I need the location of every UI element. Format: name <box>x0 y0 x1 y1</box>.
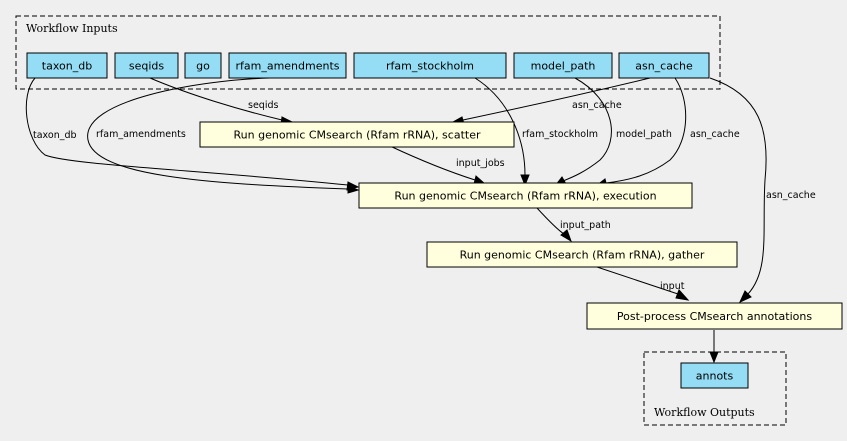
edge-label-asn-cache-exec: asn_cache <box>690 129 740 140</box>
workflow-outputs-cluster: Workflow Outputs <box>643 351 787 426</box>
step-node-gather[interactable]: Run genomic CMsearch (Rfam rRNA), gather <box>426 241 738 268</box>
edge-label-asn-cache-post: asn_cache <box>766 190 816 201</box>
step-node-postprocess[interactable]: Post-process CMsearch annotations <box>586 302 843 330</box>
edge-asn-cache-post: asn_cache <box>709 77 816 304</box>
input-node-taxon-db[interactable]: taxon_db <box>26 52 108 79</box>
edge-label-input: input <box>660 281 685 292</box>
edge-rfam-amendments: rfam_amendments <box>87 77 360 194</box>
input-label-go: go <box>196 60 210 73</box>
input-node-rfam-stockholm[interactable]: rfam_stockholm <box>353 52 507 79</box>
step-node-execution[interactable]: Run genomic CMsearch (Rfam rRNA), execut… <box>358 182 693 209</box>
edge-label-input-jobs: input_jobs <box>456 158 505 169</box>
step-label-postprocess: Post-process CMsearch annotations <box>617 310 812 323</box>
edge-seqids: seqids <box>149 77 294 126</box>
step-label-gather: Run genomic CMsearch (Rfam rRNA), gather <box>460 249 705 262</box>
workflow-inputs-title: Workflow Inputs <box>26 22 118 35</box>
edge-label-asn-cache-scatter: asn_cache <box>572 100 622 111</box>
edge-label-rfam-amendments: rfam_amendments <box>96 129 186 140</box>
edge-input: input <box>596 266 690 301</box>
input-node-go[interactable]: go <box>184 52 222 79</box>
input-label-rfam-stockholm: rfam_stockholm <box>386 60 474 73</box>
edge-label-rfam-stockholm: rfam_stockholm <box>522 129 598 140</box>
step-node-scatter[interactable]: Run genomic CMsearch (Rfam rRNA), scatte… <box>199 121 515 148</box>
input-node-seqids[interactable]: seqids <box>114 52 179 79</box>
edge-input-path: input_path <box>536 207 611 243</box>
output-label-annots: annots <box>696 370 734 383</box>
input-node-rfam-amendments[interactable]: rfam_amendments <box>228 52 347 79</box>
input-node-asn-cache[interactable]: asn_cache <box>618 52 710 79</box>
step-label-scatter: Run genomic CMsearch (Rfam rRNA), scatte… <box>234 129 481 142</box>
input-node-model-path[interactable]: model_path <box>513 52 613 79</box>
input-label-rfam-amendments: rfam_amendments <box>235 60 339 73</box>
edge-input-jobs: input_jobs <box>389 145 505 185</box>
input-label-taxon-db: taxon_db <box>42 60 92 73</box>
edge-annots <box>709 330 719 364</box>
workflow-outputs-title: Workflow Outputs <box>654 406 755 419</box>
input-label-asn-cache: asn_cache <box>635 60 693 73</box>
output-node-annots[interactable]: annots <box>680 362 749 389</box>
input-label-model-path: model_path <box>531 60 596 73</box>
edge-label-taxon-db: taxon_db <box>33 130 77 141</box>
workflow-inputs-cluster: Workflow Inputs <box>15 15 721 90</box>
edge-label-model-path: model_path <box>616 129 672 140</box>
step-label-execution: Run genomic CMsearch (Rfam rRNA), execut… <box>394 190 656 203</box>
edge-asn-cache-scatter: asn_cache <box>451 77 651 125</box>
edge-label-input-path: input_path <box>560 220 611 231</box>
edge-label-seqids: seqids <box>248 100 278 111</box>
input-label-seqids: seqids <box>129 60 165 73</box>
